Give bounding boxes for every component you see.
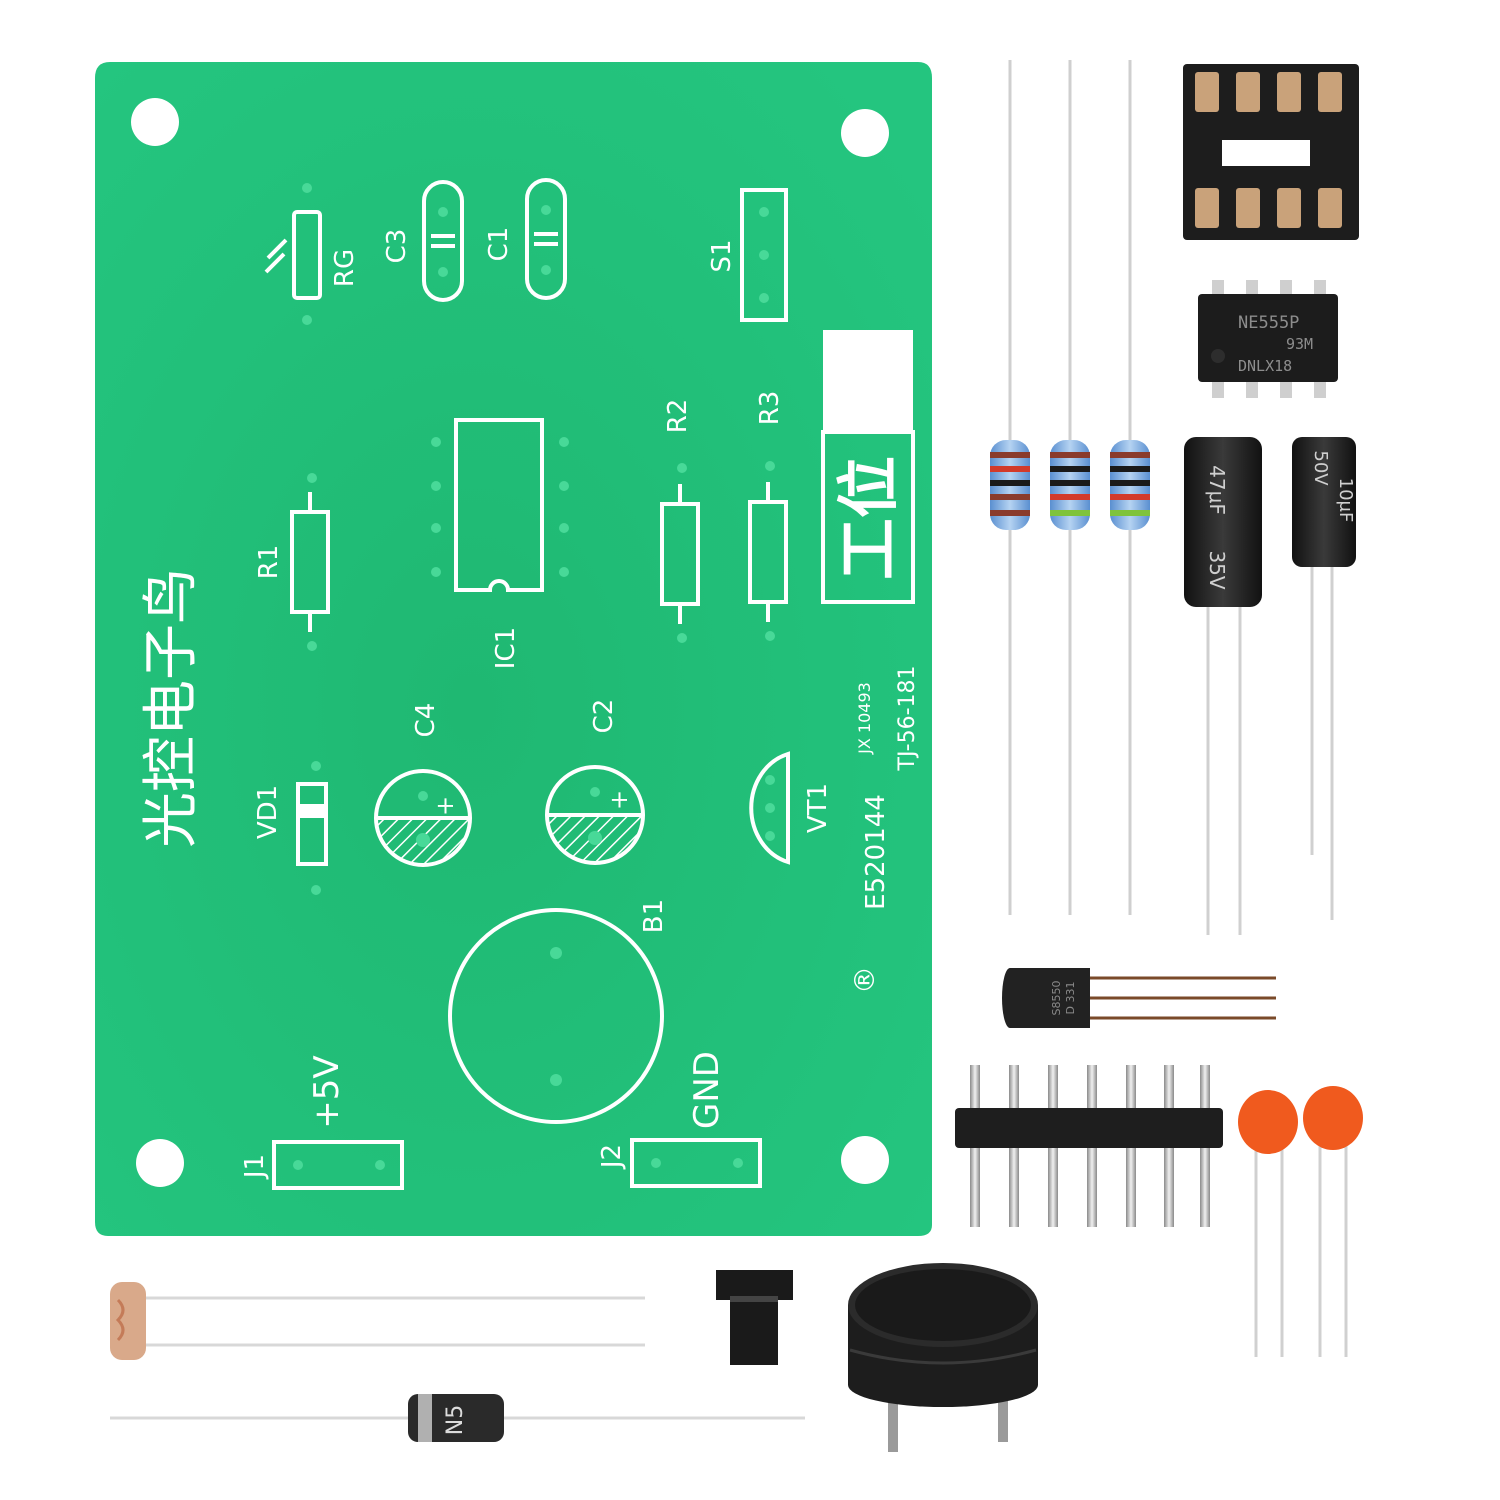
pin-header-7 bbox=[955, 1065, 1223, 1227]
jumper-cap bbox=[716, 1270, 793, 1365]
label-c1: C1 bbox=[484, 227, 514, 262]
rohs-mark: ® bbox=[848, 966, 881, 994]
transistor-marking-1: S8550 bbox=[1050, 981, 1063, 1016]
j1-footprint bbox=[272, 1140, 404, 1190]
c3-footprint bbox=[422, 180, 464, 302]
j2-footprint bbox=[630, 1138, 762, 1188]
plus-mark: + bbox=[605, 790, 633, 810]
label-plus5v: +5V bbox=[307, 1055, 347, 1128]
work-mark: 工位 bbox=[832, 456, 905, 580]
c1-footprint bbox=[525, 178, 567, 300]
work-area-white bbox=[823, 330, 913, 432]
r2-footprint bbox=[660, 484, 700, 624]
ne555-chip: NE555P 93M DNLX18 bbox=[1198, 280, 1338, 398]
mounting-hole bbox=[841, 109, 889, 157]
buzzer bbox=[848, 1263, 1038, 1452]
tj-code: TJ-56-181 bbox=[895, 665, 920, 771]
work-area-box bbox=[821, 430, 915, 604]
rg-footprint bbox=[264, 210, 322, 300]
jx-code: JX 10493 bbox=[855, 682, 874, 755]
diode-marking: N5 bbox=[443, 1405, 468, 1435]
label-c4: C4 bbox=[411, 703, 441, 738]
label-vd1: VD1 bbox=[253, 785, 283, 839]
vt1-footprint bbox=[749, 751, 790, 865]
c4-footprint bbox=[374, 769, 472, 867]
cap10-value: 10μF bbox=[1335, 478, 1356, 523]
label-r1: R1 bbox=[254, 545, 284, 580]
label-b1: B1 bbox=[639, 899, 669, 933]
label-gnd: GND bbox=[687, 1051, 727, 1129]
cap47-voltage: 35V bbox=[1205, 550, 1229, 589]
pcb-title: 光控电子鸟 bbox=[139, 568, 204, 848]
plus-mark: + bbox=[431, 796, 459, 816]
pcb-board: RG C3 C1 S1 工位 R1 bbox=[95, 62, 932, 1236]
label-r2: R2 bbox=[663, 399, 693, 434]
chip-marking-3: DNLX18 bbox=[1238, 357, 1292, 375]
ic1-footprint bbox=[454, 418, 544, 592]
ic-socket bbox=[1183, 64, 1359, 240]
mounting-hole bbox=[841, 1136, 889, 1184]
resistor-2 bbox=[1050, 60, 1090, 915]
cert-code: E520144 bbox=[861, 794, 891, 910]
c2-footprint bbox=[545, 765, 645, 865]
ceramic-capacitor-1 bbox=[1238, 1090, 1298, 1357]
label-s1: S1 bbox=[707, 239, 737, 272]
mounting-hole bbox=[136, 1139, 184, 1187]
label-j2: J2 bbox=[597, 1144, 627, 1170]
photoresistor bbox=[110, 1282, 645, 1360]
r1-footprint bbox=[290, 492, 330, 632]
chip-marking-1: NE555P bbox=[1238, 313, 1299, 333]
label-c3: C3 bbox=[382, 229, 412, 264]
electrolytic-capacitor-47uf: 47μF 35V bbox=[1184, 437, 1262, 935]
label-c2: C2 bbox=[589, 699, 619, 734]
cap47-value: 47μF bbox=[1205, 465, 1229, 515]
label-vt1: VT1 bbox=[803, 783, 833, 833]
label-rg: RG bbox=[330, 249, 360, 287]
electrolytic-capacitor-10uf: 10μF 50V bbox=[1292, 437, 1356, 920]
transistor-marking-2: D 331 bbox=[1064, 982, 1077, 1015]
s1-footprint bbox=[740, 188, 788, 322]
transistor-s8550: S8550 D 331 bbox=[1002, 968, 1276, 1028]
mounting-hole bbox=[131, 98, 179, 146]
resistor-1 bbox=[990, 60, 1030, 915]
label-r3: R3 bbox=[755, 391, 785, 426]
r3-footprint bbox=[748, 482, 788, 622]
vd1-footprint bbox=[296, 782, 328, 866]
chip-marking-2: 93M bbox=[1286, 335, 1313, 353]
label-j1: J1 bbox=[240, 1154, 270, 1180]
b1-footprint bbox=[448, 908, 664, 1124]
cap10-voltage: 50V bbox=[1310, 450, 1331, 486]
label-ic1: IC1 bbox=[491, 627, 521, 669]
resistor-3 bbox=[1110, 60, 1150, 915]
diode-1n5819: N5 bbox=[110, 1394, 805, 1442]
ceramic-capacitor-2 bbox=[1303, 1086, 1363, 1357]
